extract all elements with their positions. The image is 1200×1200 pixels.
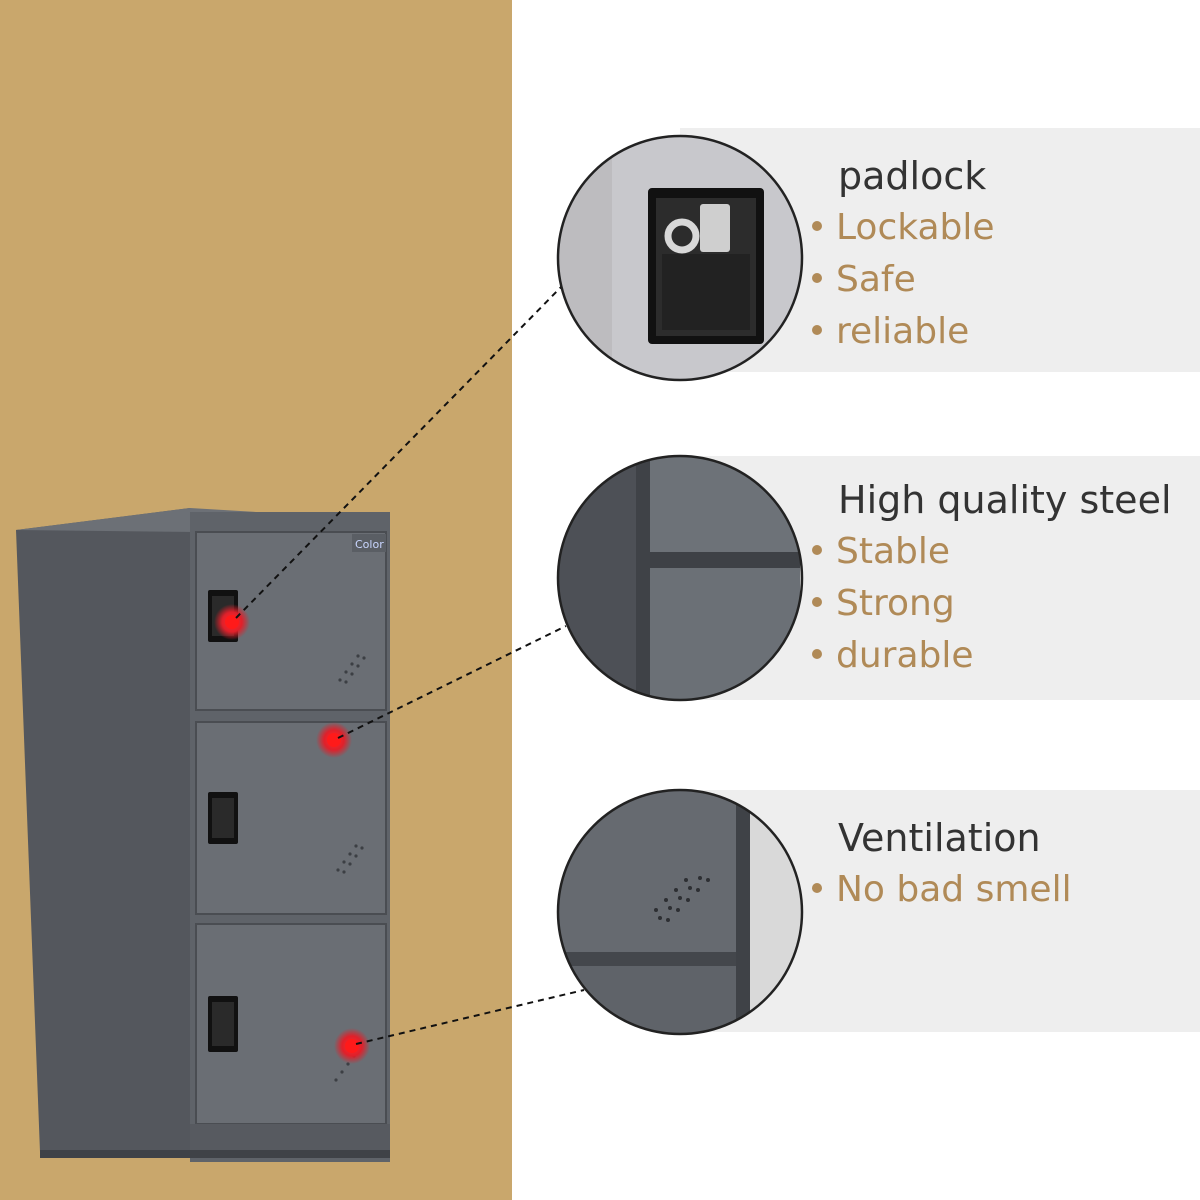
- feature-title: Ventilation: [838, 816, 1041, 860]
- feature-item-label: Lockable: [836, 207, 995, 248]
- feature-item: Strong: [812, 578, 1172, 630]
- callout-connectors: [235, 281, 585, 1045]
- bullet-icon: [812, 545, 822, 555]
- feature-item-label: Strong: [836, 583, 955, 624]
- feature-item-label: Stable: [836, 531, 951, 572]
- feature-item-label: No bad smell: [836, 869, 1072, 910]
- feature-item: Safe: [812, 254, 995, 306]
- bullet-icon: [812, 221, 822, 231]
- feature-title: padlock: [838, 154, 987, 198]
- brand-label: Color: [355, 538, 384, 551]
- feature-item-label: Safe: [836, 259, 916, 300]
- feature-item: durable: [812, 630, 1172, 682]
- vent-holes-icon: [334, 654, 366, 1082]
- feature-block-steel: High quality steel Stable Strong durable: [812, 474, 1172, 682]
- feature-item: reliable: [812, 306, 995, 358]
- feature-block-ventilation: Ventilation No bad smell: [812, 812, 1072, 916]
- feature-item: Lockable: [812, 202, 995, 254]
- locker-cabinet: Color: [16, 508, 390, 1162]
- feature-block-padlock: padlock Lockable Safe reliable: [812, 150, 995, 358]
- bullet-icon: [812, 325, 822, 335]
- feature-item: Stable: [812, 526, 1172, 578]
- bullet-icon: [812, 273, 822, 283]
- bullet-icon: [812, 649, 822, 659]
- feature-item-label: reliable: [836, 311, 970, 352]
- bullet-icon: [812, 597, 822, 607]
- bullet-icon: [812, 883, 822, 893]
- feature-item: No bad smell: [812, 864, 1072, 916]
- feature-item-label: durable: [836, 635, 974, 676]
- feature-title: High quality steel: [838, 478, 1172, 522]
